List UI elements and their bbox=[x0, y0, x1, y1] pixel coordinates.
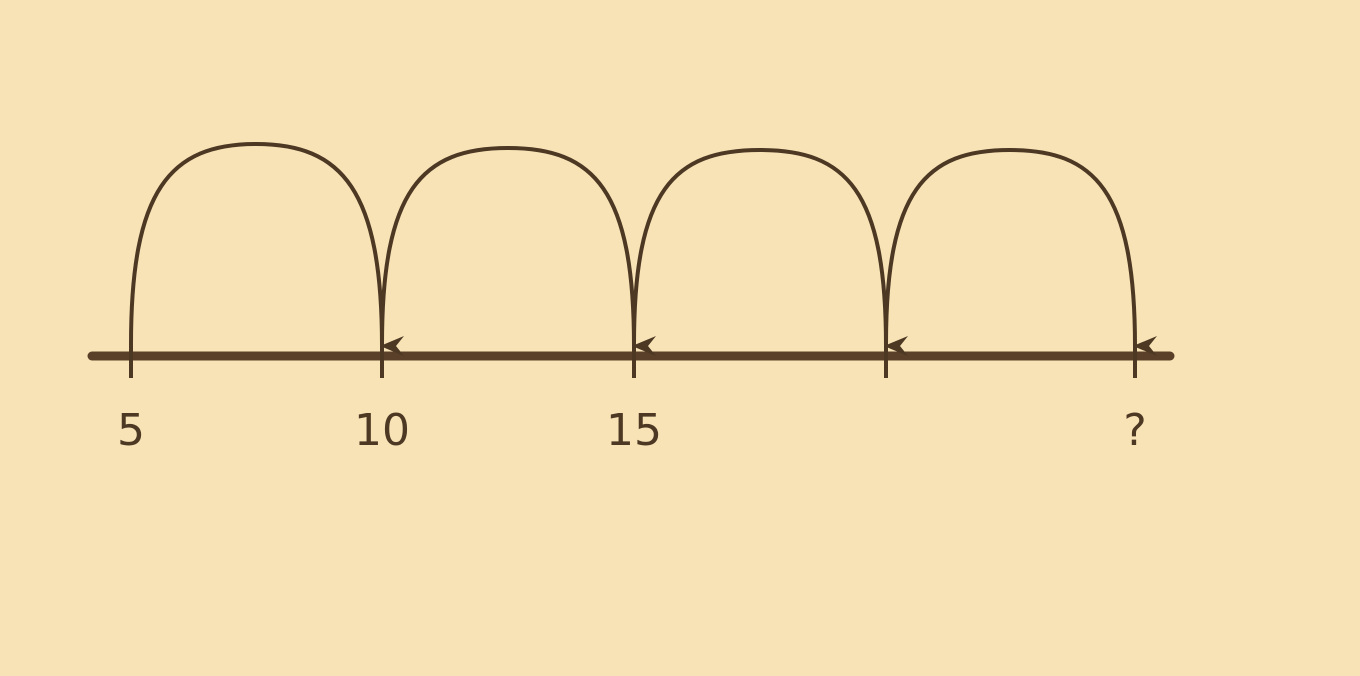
jump-arcs bbox=[129, 141, 1158, 356]
jump-arc bbox=[380, 145, 657, 356]
jump-arc bbox=[129, 141, 405, 356]
tick-label-15: 15 bbox=[606, 405, 662, 456]
tick-label-unknown: ? bbox=[1123, 405, 1146, 456]
tick-labels: 5 10 15 ? bbox=[117, 405, 1147, 456]
jump-arc bbox=[884, 147, 1158, 356]
tick-label-10: 10 bbox=[354, 405, 410, 456]
tick-marks bbox=[129, 344, 1137, 378]
tick-label-5: 5 bbox=[117, 405, 145, 456]
jump-arc bbox=[632, 147, 909, 356]
